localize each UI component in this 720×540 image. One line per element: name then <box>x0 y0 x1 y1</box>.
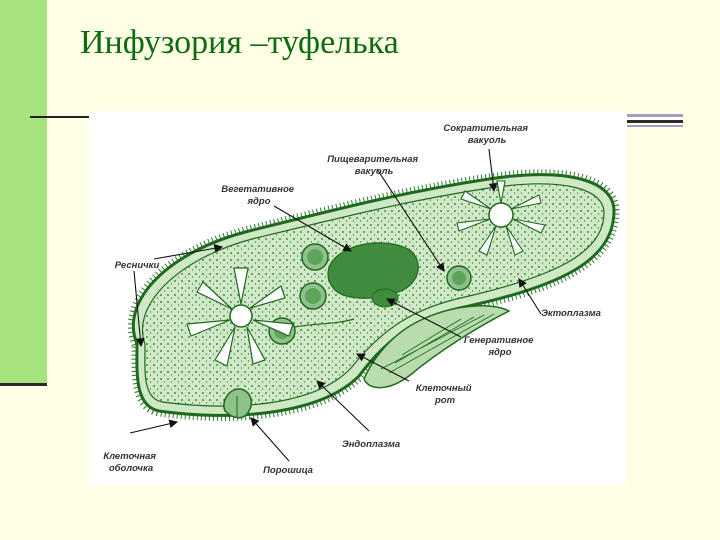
divider-line-left <box>30 116 96 118</box>
label-cell-membrane: Клеточная оболочка <box>103 451 158 474</box>
accent-bar-edge <box>0 383 47 386</box>
front-contractile-vacuole <box>456 180 546 256</box>
divider-lines-right <box>627 114 683 127</box>
accent-bar <box>0 0 47 383</box>
label-generative-nucleus: Генеративное ядро <box>464 335 536 358</box>
anal-pore <box>223 388 253 419</box>
paramecium-diagram: Сократительная вакуоль Пищеварительная в… <box>89 111 626 485</box>
label-endoplasm: Эндоплазма <box>342 439 400 450</box>
label-anal-pore: Порошица <box>263 465 313 476</box>
label-vegetative-nucleus: Вегетативное ядро <box>221 184 296 207</box>
label-ectoplasm: Эктоплазма <box>541 308 601 319</box>
leader-lines <box>129 148 542 462</box>
label-digestive-vacuole: Пищеварительная вакуоль <box>327 154 421 177</box>
rear-contractile-vacuole <box>186 267 294 367</box>
label-contractile-vacuole: Сократительная вакуоль <box>443 123 530 146</box>
slide-title: Инфузория –туфелька <box>80 24 399 61</box>
vegetative-nucleus <box>327 242 419 299</box>
label-cilia: Реснички <box>115 260 160 271</box>
cell-mouth-lines <box>380 313 495 374</box>
generative-nucleus <box>371 288 399 308</box>
label-cell-mouth: Клеточный рот <box>416 383 474 406</box>
